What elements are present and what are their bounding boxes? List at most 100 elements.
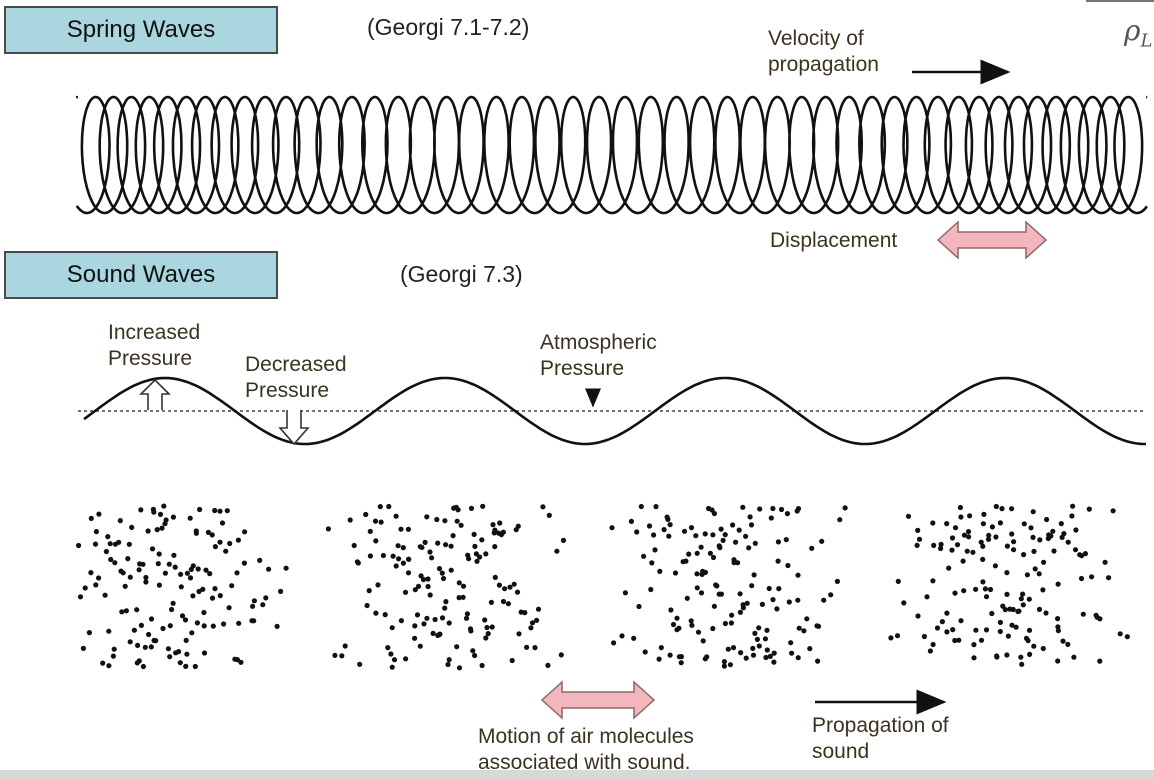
air-molecule — [966, 534, 972, 540]
air-molecule — [1004, 570, 1010, 576]
air-molecule — [432, 616, 438, 623]
air-molecule — [194, 620, 200, 626]
air-molecule — [187, 575, 194, 581]
air-molecule — [980, 521, 987, 527]
air-molecule — [788, 640, 794, 646]
air-molecule — [425, 583, 431, 590]
air-molecule — [1078, 575, 1085, 582]
air-molecule — [983, 627, 990, 633]
air-molecule — [455, 507, 461, 513]
air-molecule — [402, 589, 409, 595]
air-molecule — [534, 617, 540, 623]
air-molecule — [96, 575, 102, 581]
air-molecule — [190, 593, 196, 599]
air-molecule — [789, 650, 795, 656]
spring-reference: (Georgi 7.1-7.2) — [367, 14, 530, 40]
air-molecule — [278, 588, 284, 595]
air-molecule — [436, 632, 442, 638]
air-molecule — [219, 520, 226, 526]
air-molecule — [221, 621, 227, 627]
air-molecule — [993, 534, 999, 540]
air-molecule — [1016, 608, 1022, 614]
air-molecule — [440, 575, 447, 582]
air-molecule — [722, 532, 728, 538]
air-molecule — [480, 503, 486, 509]
air-molecule — [102, 592, 108, 598]
air-molecule — [628, 518, 635, 525]
air-molecule — [786, 599, 792, 605]
air-molecule — [463, 615, 470, 621]
air-molecule — [77, 594, 84, 600]
air-molecule — [730, 645, 737, 651]
air-molecule — [502, 586, 508, 592]
air-molecule — [965, 529, 972, 535]
air-molecule — [103, 548, 109, 555]
air-molecule — [1073, 527, 1079, 533]
air-molecule — [711, 603, 718, 609]
air-molecule — [987, 586, 994, 593]
air-molecule — [1020, 591, 1026, 597]
air-molecule — [776, 586, 782, 592]
air-molecule — [143, 579, 149, 585]
air-molecule — [347, 517, 353, 523]
air-molecule — [915, 527, 921, 534]
air-molecule — [325, 526, 331, 532]
air-molecule — [167, 623, 173, 629]
air-molecule — [702, 569, 709, 576]
air-molecule — [766, 585, 772, 592]
air-molecule — [815, 623, 822, 629]
air-molecule — [983, 594, 990, 600]
air-molecule — [472, 543, 478, 550]
air-molecule — [545, 662, 551, 669]
air-molecule — [1124, 634, 1130, 640]
air-molecule — [201, 623, 207, 629]
air-molecule — [468, 628, 474, 634]
air-molecule — [373, 610, 379, 616]
air-molecule — [382, 612, 388, 618]
air-molecule — [76, 542, 82, 549]
air-molecule — [522, 610, 528, 616]
air-molecule — [183, 663, 189, 670]
air-molecule — [915, 613, 921, 619]
air-molecule — [1021, 521, 1027, 527]
air-molecule — [746, 545, 752, 551]
air-molecule — [657, 568, 663, 575]
air-molecule — [456, 595, 462, 601]
air-molecule — [442, 518, 448, 524]
air-molecule — [748, 522, 755, 528]
air-molecule — [112, 560, 118, 566]
air-molecule — [1070, 503, 1076, 509]
air-molecule — [107, 541, 113, 547]
air-molecule — [764, 647, 770, 653]
air-molecule — [445, 661, 451, 668]
air-molecule — [1072, 547, 1079, 553]
air-molecule — [980, 579, 986, 585]
air-molecule — [683, 558, 689, 564]
air-molecule — [764, 627, 770, 633]
air-molecule — [1020, 602, 1026, 608]
air-molecule — [414, 612, 421, 618]
air-molecule — [694, 571, 700, 577]
air-molecule — [492, 544, 498, 550]
pressure-wave — [83, 376, 1146, 446]
air-molecule — [609, 525, 615, 531]
air-molecule — [184, 570, 190, 576]
air-molecule — [714, 583, 720, 589]
air-molecule — [192, 663, 198, 670]
air-molecule — [725, 646, 731, 652]
air-molecule — [688, 618, 694, 624]
air-molecule — [1019, 661, 1025, 667]
air-molecule — [251, 618, 257, 624]
air-molecule — [796, 625, 802, 631]
air-molecule — [946, 565, 952, 571]
air-molecule — [718, 591, 725, 597]
air-molecule — [398, 618, 404, 624]
spring-waves-title: Spring Waves — [4, 6, 278, 54]
air-molecule — [727, 662, 734, 668]
air-molecule — [375, 582, 381, 588]
air-molecule — [744, 600, 750, 606]
air-molecule — [224, 508, 230, 514]
air-molecule — [1032, 566, 1038, 572]
air-molecule — [964, 548, 970, 554]
air-molecule — [93, 582, 99, 588]
